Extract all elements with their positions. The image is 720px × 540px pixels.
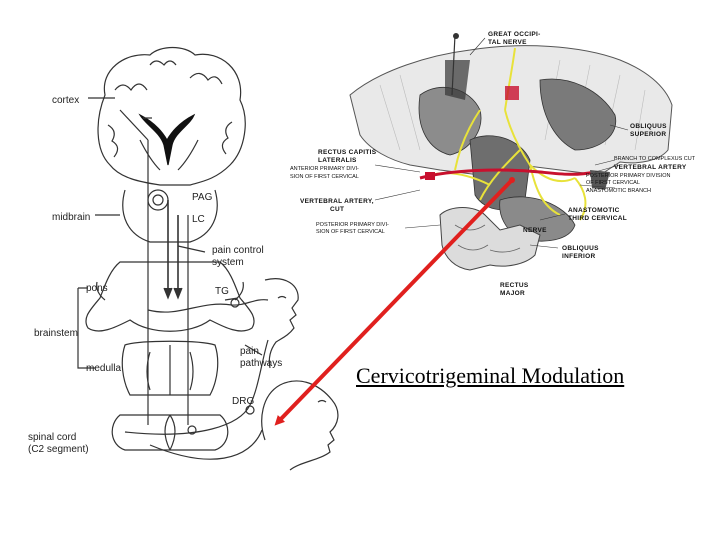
anat-rectus-capitis-1: RECTUS CAPITIS: [318, 149, 377, 156]
anat-rectus-major-1: RECTUS: [500, 282, 529, 289]
anat-obliquus-inferior-2: INFERIOR: [562, 253, 595, 260]
anat-vertebral-artery-cut-2: CUT: [330, 206, 344, 213]
great-occipital-nerve: [504, 47, 516, 111]
c2-pathway: [124, 339, 269, 435]
anat-great-occipital-2: TAL NERVE: [488, 39, 527, 46]
label-cortex: cortex: [52, 95, 79, 106]
anat-rectus-capitis-2: LATERALIS: [318, 157, 357, 164]
arrow-origin-dot: [509, 177, 515, 183]
label-system: system: [212, 257, 244, 268]
label-pag: PAG: [192, 192, 213, 203]
anat-nerve-text: NERVE: [523, 227, 547, 234]
ascending-pathway: [119, 109, 152, 425]
anat-great-occipital-1: GREAT OCCIPI-: [488, 31, 541, 38]
anat-posterior-primary-left-1: POSTERIOR PRIMARY DIVI-: [316, 222, 389, 228]
label-medulla: medulla: [86, 363, 121, 374]
suboccipital-anatomy: [349, 33, 673, 271]
pag-nucleus: [147, 189, 169, 211]
obliquus-superior-muscle: [539, 78, 617, 151]
medulla-outline: [121, 340, 219, 396]
anat-anastomotic-third-2: THIRD CERVICAL: [568, 215, 627, 222]
pain-pathway-diagram: [77, 46, 339, 471]
cortex-gyri: [107, 60, 233, 158]
anat-obliquus-superior-2: SUPERIOR: [630, 131, 666, 138]
label-brainstem: brainstem: [34, 328, 78, 339]
anat-obliquus-inferior-1: OBLIQUUS: [562, 245, 599, 252]
label-midbrain: midbrain: [52, 212, 90, 223]
anat-branch-complexus: BRANCH TO COMPLEXUS CUT: [614, 156, 696, 162]
pons-outline: [85, 261, 255, 332]
cervical-vertebrae: [439, 207, 541, 271]
anat-anastomotic-branch: ANASTOMOTIC BRANCH: [586, 188, 651, 194]
cervical-nerves: [429, 109, 587, 221]
label-tg: TG: [215, 286, 229, 297]
leader-lines: [374, 37, 629, 249]
anat-posterior-primary-second-1: POSTERIOR PRIMARY DIVISION: [586, 173, 670, 179]
face-profile: [264, 278, 299, 369]
anat-obliquus-superior-1: OBLIQUUS: [630, 123, 667, 130]
anat-posterior-primary-second-2: OF FIRST CERVICAL: [586, 180, 640, 186]
brainstem-bracket: [77, 287, 95, 369]
label-pathways: pathways: [240, 358, 282, 369]
anat-posterior-primary-left-2: SION OF FIRST CERVICAL: [316, 229, 385, 235]
anat-anastomotic-third-1: ANASTOMOTIC: [568, 207, 620, 214]
vertebral-artery: [419, 168, 596, 180]
brain-outline: [97, 46, 246, 186]
label-pain: pain: [240, 346, 259, 357]
anat-anterior-primary-2: SION OF FIRST CERVICAL: [290, 174, 359, 180]
label-pain-control: pain control: [212, 245, 264, 256]
label-c2-segment: (C2 segment): [28, 444, 89, 455]
label-pons: pons: [86, 283, 108, 294]
ventricles: [138, 113, 196, 166]
head-profile: [261, 380, 339, 471]
label-lc: LC: [192, 214, 205, 225]
label-spinal-cord: spinal cord: [28, 432, 76, 443]
anat-vertebral-artery-right: VERTEBRAL ARTERY: [614, 164, 687, 171]
anat-vertebral-artery-cut-1: VERTEBRAL ARTERY,: [300, 198, 374, 205]
caption-cervicotrigeminal: Cervicotrigeminal Modulation: [356, 363, 625, 388]
anat-anterior-primary-1: ANTERIOR PRIMARY DIVI-: [290, 166, 359, 172]
label-drg: DRG: [232, 396, 254, 407]
anat-rectus-major-2: MAJOR: [500, 290, 525, 297]
connection-arrow: [274, 178, 514, 426]
internal-capsule: [139, 139, 199, 171]
midbrain-outline: [122, 189, 218, 243]
spinal-cord-outline: [111, 414, 229, 451]
